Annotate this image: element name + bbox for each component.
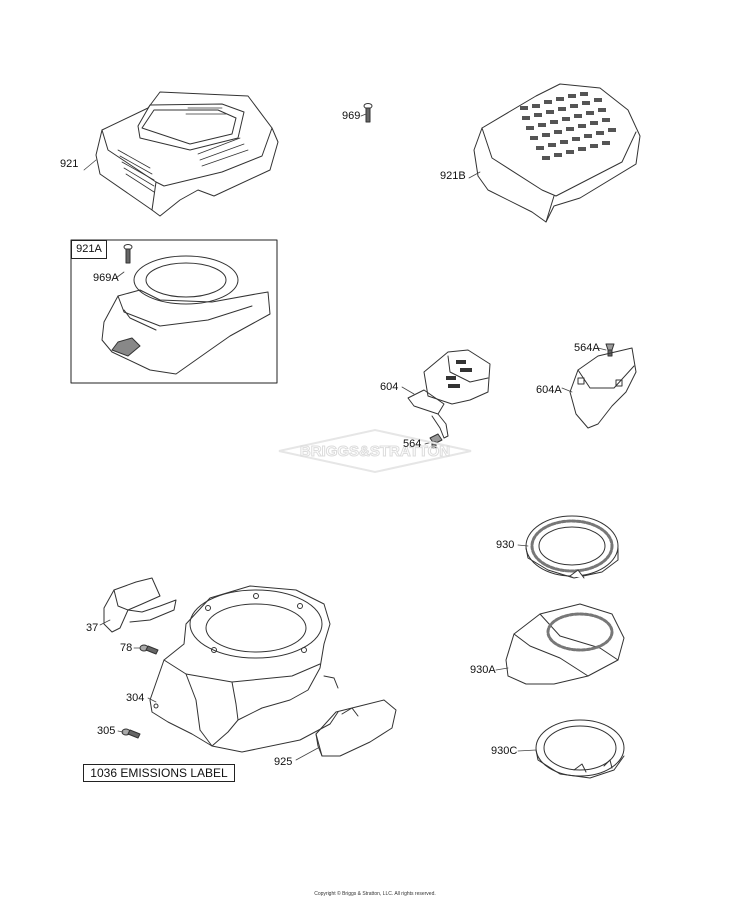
leader-lines <box>83 113 607 761</box>
part-921B-cover[interactable] <box>473 83 641 223</box>
part-305-screw[interactable] <box>121 728 141 739</box>
kit-921A-frame <box>70 239 278 384</box>
part-930A-cover[interactable] <box>505 603 625 685</box>
label-921B: 921B <box>440 170 466 182</box>
label-921A: 921A <box>71 240 107 259</box>
part-604A-cover[interactable] <box>569 347 637 429</box>
label-37: 37 <box>86 622 99 634</box>
part-604-bracket[interactable] <box>407 349 491 439</box>
part-925-guide[interactable] <box>315 699 397 757</box>
brand-watermark: BRIGGS&STRATTON <box>278 428 472 474</box>
part-37-baffle[interactable] <box>103 577 177 633</box>
label-921: 921 <box>60 158 79 170</box>
copyright-notice: Copyright © Briggs & Stratton, LLC. All … <box>314 891 436 897</box>
label-930C: 930C <box>491 745 518 757</box>
label-78: 78 <box>120 642 133 654</box>
label-925: 925 <box>274 756 293 768</box>
label-564: 564 <box>403 438 422 450</box>
part-304-housing[interactable] <box>149 585 339 753</box>
label-304: 304 <box>126 692 145 704</box>
label-930A: 930A <box>470 664 496 676</box>
label-604A: 604A <box>536 384 562 396</box>
emissions-label-box: 1036 EMISSIONS LABEL <box>83 764 235 782</box>
label-930: 930 <box>496 539 515 551</box>
part-930-grid[interactable] <box>525 515 619 579</box>
part-969A-screw[interactable] <box>123 244 133 264</box>
watermark-text: BRIGGS&STRATTON <box>300 443 450 460</box>
part-921-cover[interactable] <box>95 91 279 217</box>
label-969: 969 <box>342 110 361 122</box>
part-930C-ring[interactable] <box>535 719 625 779</box>
label-305: 305 <box>97 725 116 737</box>
label-969A: 969A <box>93 272 119 284</box>
part-78-screw[interactable] <box>139 644 159 655</box>
label-604: 604 <box>380 381 399 393</box>
part-969-screw[interactable] <box>363 103 373 123</box>
part-921A-shroud[interactable] <box>101 255 271 375</box>
label-564A: 564A <box>574 342 600 354</box>
